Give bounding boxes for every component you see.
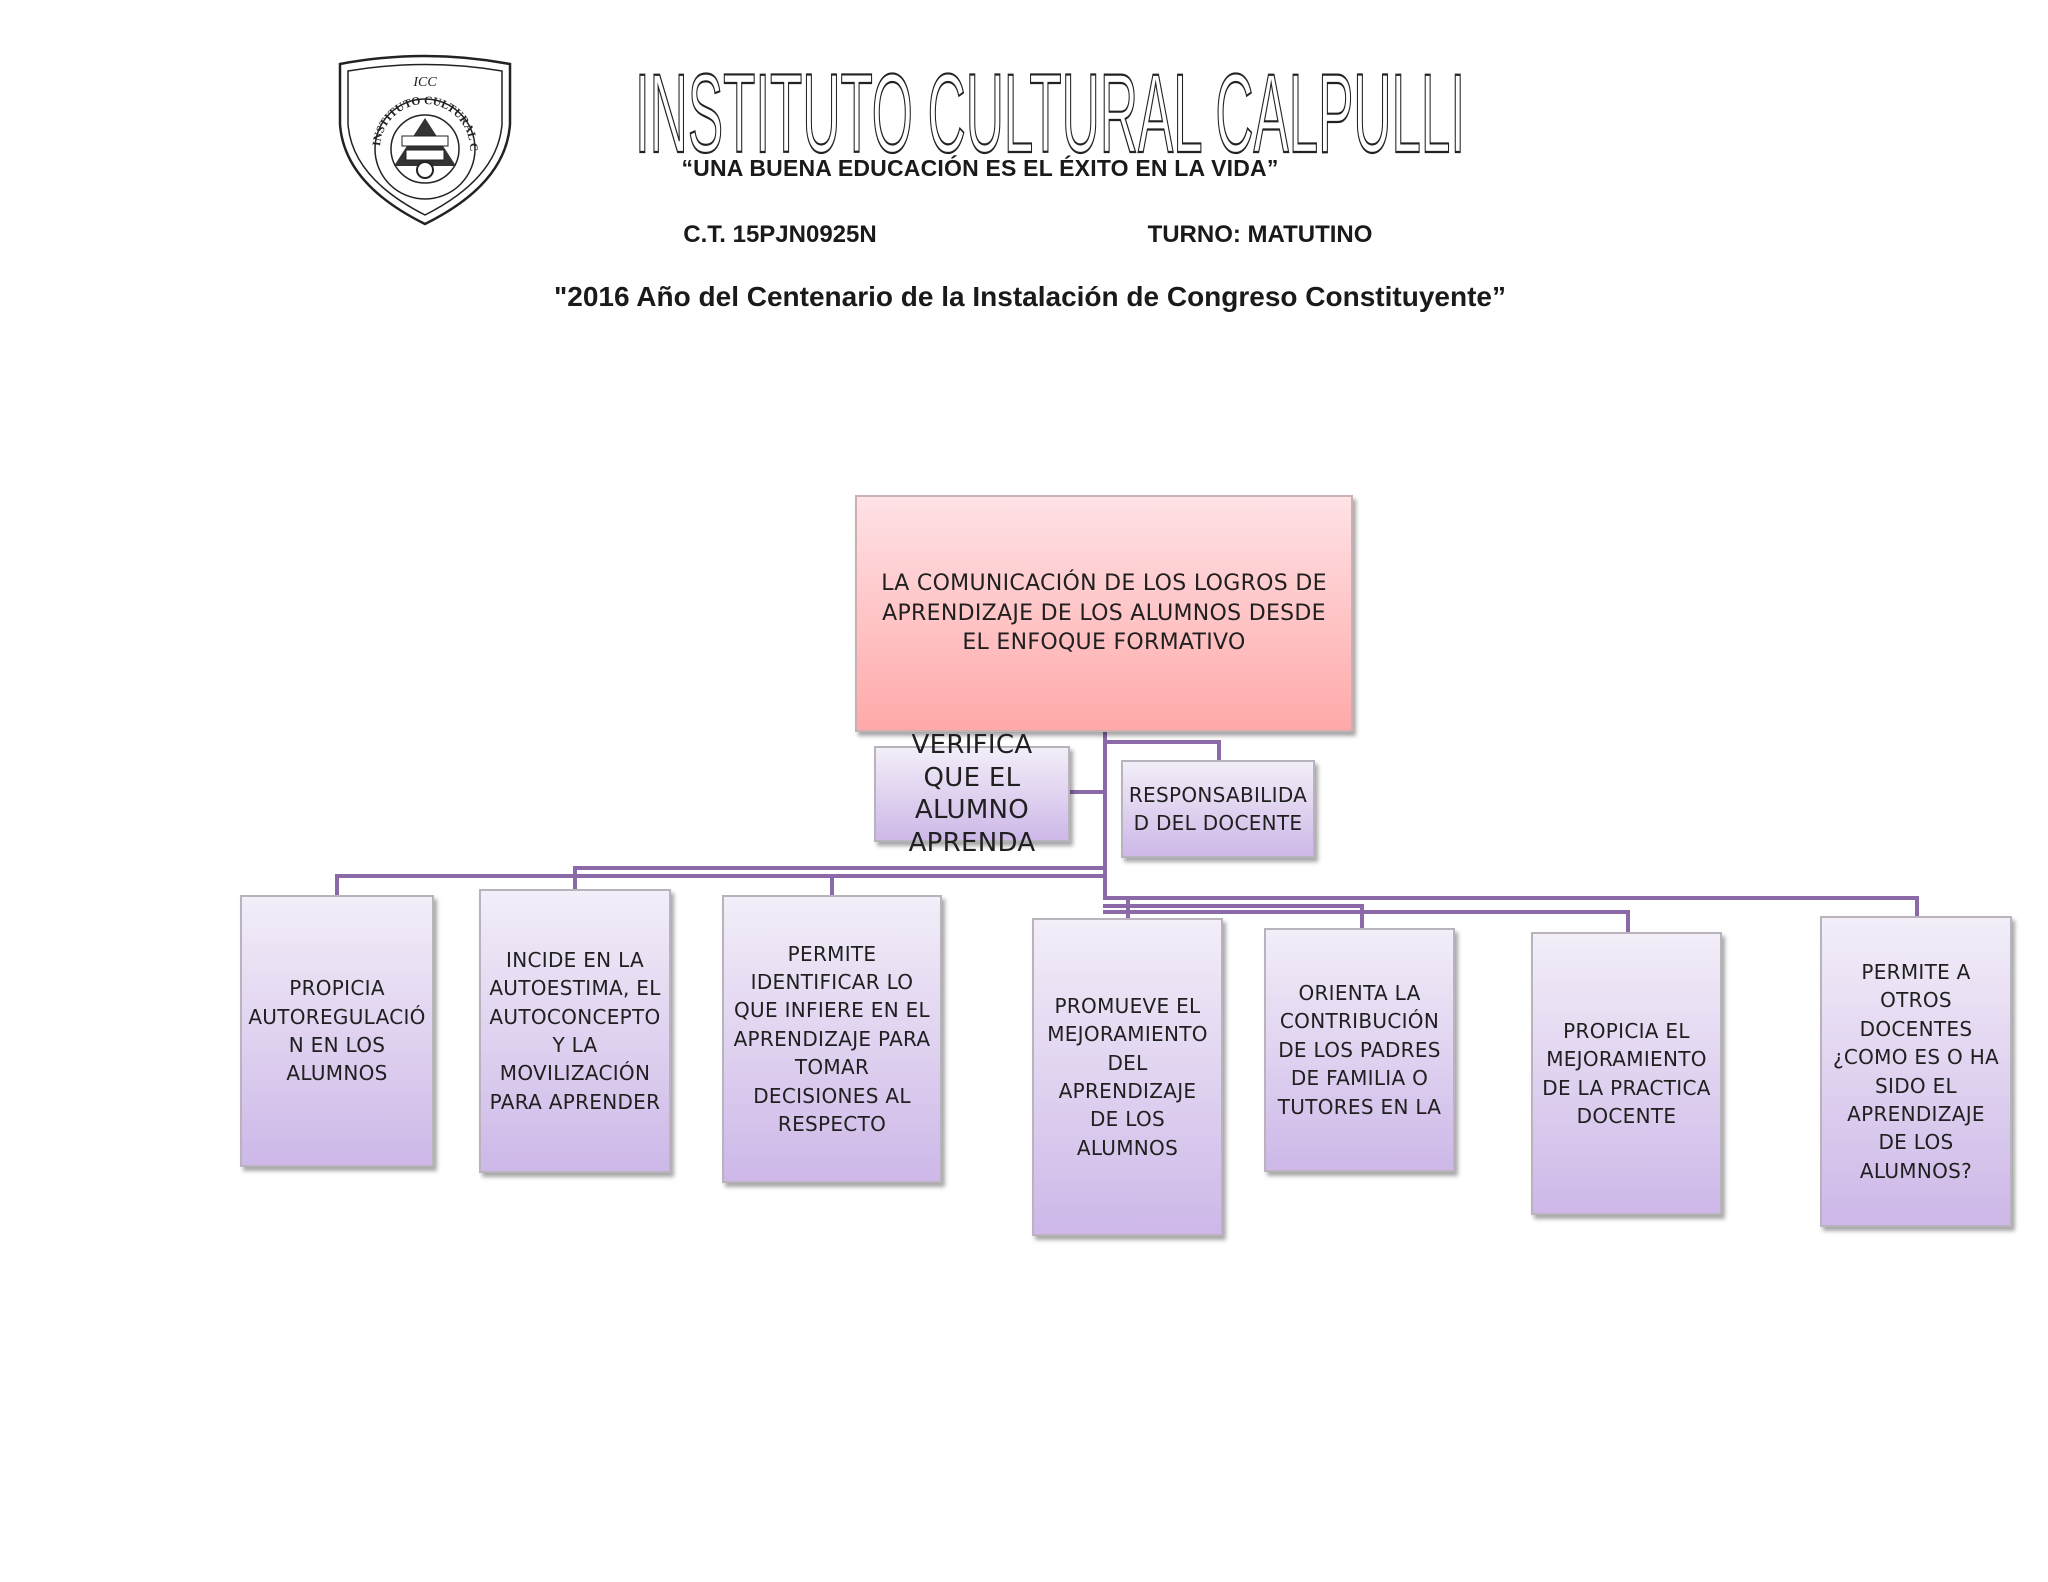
child-node-orienta: ORIENTA LA CONTRIBUCIÓN DE LOS PADRES DE… — [1264, 928, 1455, 1172]
child-node-label: PROPICIA AUTOREGULACIÓ N EN LOS ALUMNOS — [248, 976, 426, 1086]
responsabilidad-node: RESPONSABILIDA D DEL DOCENTE — [1121, 760, 1315, 858]
child-node-identificar: PERMITE IDENTIFICAR LO QUE INFIERE EN EL… — [722, 895, 942, 1183]
responsabilidad-node-label: RESPONSABILIDA D DEL DOCENTE — [1128, 782, 1308, 835]
shift-label: TURNO: MATUTINO — [1147, 221, 1373, 248]
work-center-code: C.T. 15PJN0925N — [683, 221, 877, 248]
child-node-label: INCIDE EN LA AUTOESTIMA, EL AUTOCONCEPTO… — [489, 947, 661, 1114]
root-node: LA COMUNICACIÓN DE LOS LOGROS DE APRENDI… — [855, 495, 1353, 732]
child-node-label: PERMITE A OTROS DOCENTES ¿COMO ES O HA S… — [1832, 959, 2000, 1183]
child-node-label: ORIENTA LA CONTRIBUCIÓN DE LOS PADRES DE… — [1277, 981, 1442, 1119]
child-node-practica-docente: PROPICIA EL MEJORAMIENTO DE LA PRACTICA … — [1531, 932, 1722, 1215]
child-node-label: PROPICIA EL MEJORAMIENTO DE LA PRACTICA … — [1542, 1018, 1711, 1128]
school-name: INSTITUTO CULTURAL CALPULLI — [635, 51, 1465, 176]
school-crest-logo: ICC INSTITUTO CULTURAL CALPULLI — [328, 54, 512, 226]
school-motto: “UNA BUENA EDUCACIÓN ES EL ÉXITO EN LA V… — [681, 155, 1279, 181]
child-node-label: PERMITE IDENTIFICAR LO QUE INFIERE EN EL… — [733, 941, 931, 1136]
connector-responsabilidad — [1103, 740, 1221, 762]
verifica-node: VERIFICA QUE EL ALUMNO APRENDA — [874, 730, 1070, 858]
child-node-promueve: PROMUEVE EL MEJORAMIENTO DEL APRENDIZAJE… — [1032, 918, 1223, 1236]
year-banner: "2016 Año del Centenario de la Instalaci… — [554, 281, 1506, 312]
root-node-label: LA COMUNICACIÓN DE LOS LOGROS DE APRENDI… — [881, 570, 1327, 656]
school-name-wordmark: INSTITUTO CULTURAL CALPULLI — [634, 50, 1466, 177]
verifica-node-label: VERIFICA QUE EL ALUMNO APRENDA — [908, 730, 1036, 858]
child-node-label: PROMUEVE EL MEJORAMIENTO DEL APRENDIZAJE… — [1047, 993, 1208, 1160]
child-node-otros-docentes: PERMITE A OTROS DOCENTES ¿COMO ES O HA S… — [1820, 916, 2012, 1227]
child-node-autoestima: INCIDE EN LA AUTOESTIMA, EL AUTOCONCEPTO… — [479, 889, 671, 1173]
child-node-autoregulacion: PROPICIA AUTOREGULACIÓ N EN LOS ALUMNOS — [240, 895, 434, 1167]
crest-monogram: ICC — [412, 75, 437, 90]
